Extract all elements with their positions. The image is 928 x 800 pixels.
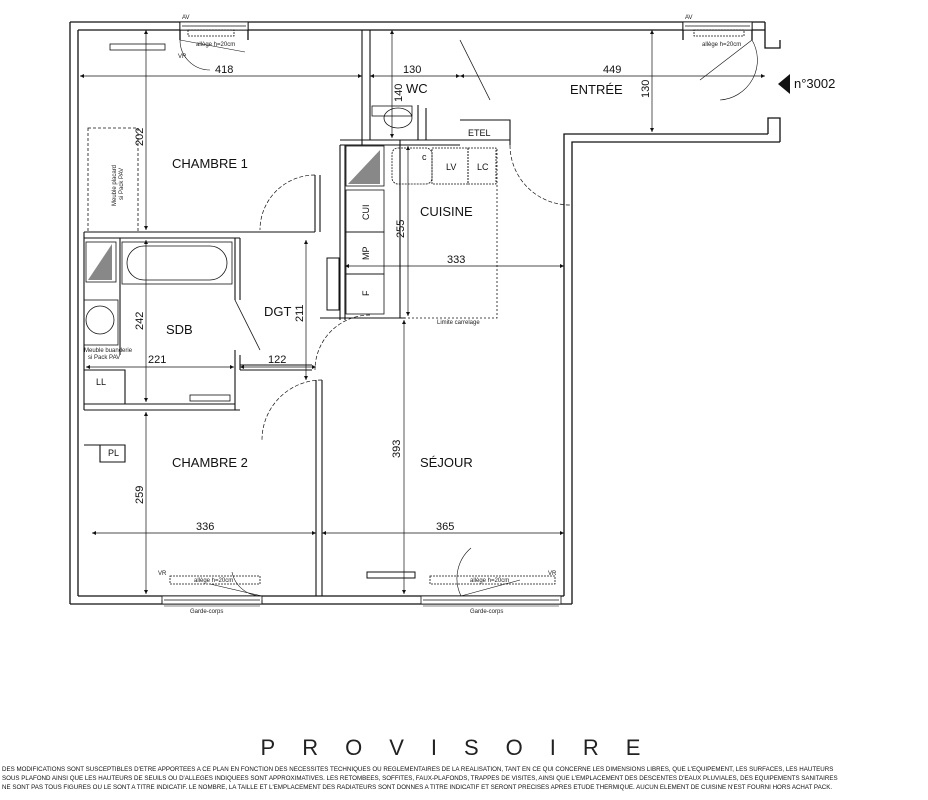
label-meuble-buanderie-2: si Pack PAV: [88, 355, 120, 361]
label-limite-carrelage: Limite carrelage: [437, 320, 480, 326]
dimension-lines: [80, 30, 765, 594]
doors: [259, 144, 571, 441]
label-cui: CUI: [361, 205, 371, 221]
room-label-chambre-1: CHAMBRE 1: [172, 156, 248, 171]
fixtures: [83, 43, 498, 402]
label-meuble-placard-2: si Pack PAV: [119, 168, 125, 200]
dim-211: 211: [294, 304, 306, 322]
room-label-sejour: SÉJOUR: [420, 455, 473, 470]
label-allege-top-right: allège h=20cm: [702, 42, 741, 48]
dim-333: 333: [447, 254, 465, 266]
label-c: c: [422, 152, 427, 162]
door-leaves: [234, 39, 491, 351]
label-vr-bottom-right: VR: [548, 571, 557, 577]
label-av-left: AV: [182, 15, 190, 21]
label-meuble-buanderie-1: Meuble buanderie: [84, 348, 133, 354]
label-pl: PL: [108, 448, 119, 458]
room-label-entree: ENTRÉE: [570, 82, 623, 97]
top-windows: [179, 21, 758, 101]
room-label-chambre-2: CHAMBRE 2: [172, 455, 248, 470]
label-vr-top: VR: [178, 54, 187, 60]
dim-202: 202: [134, 128, 146, 146]
label-lc: LC: [477, 162, 489, 172]
label-garde-corps-right: Garde-corps: [470, 609, 503, 615]
label-f: F: [361, 290, 371, 296]
label-etel: ETEL: [468, 128, 491, 138]
dim-418: 418: [215, 64, 233, 76]
room-label-dgt: DGT: [264, 304, 292, 319]
dim-259: 259: [134, 486, 146, 504]
room-label-sdb: SDB: [166, 322, 193, 337]
label-ll: LL: [96, 377, 106, 387]
apartment-number: n°3002: [794, 76, 835, 91]
room-label-cuisine: CUISINE: [420, 204, 473, 219]
dim-122: 122: [268, 354, 286, 366]
disclaimer-line: SOUS PLAFOND AINSI QUE LES HAUTEURS DE S…: [2, 775, 838, 782]
dim-336: 336: [196, 521, 214, 533]
dim-449: 449: [603, 64, 621, 76]
label-meuble-placard-1: Meuble placard: [112, 165, 118, 206]
label-vr-bottom-left: VR: [158, 571, 167, 577]
room-label-wc: WC: [406, 81, 428, 96]
dim-221: 221: [148, 354, 166, 366]
apartment-marker-icon: [778, 74, 790, 94]
provisoire-watermark: PROVISOIRE: [260, 735, 668, 760]
exterior-walls: [69, 21, 781, 605]
dim-365: 365: [436, 521, 454, 533]
label-garde-corps-left: Garde-corps: [190, 609, 223, 615]
bottom-windows: [161, 547, 562, 607]
label-allege-bottom-left: allège h=20cm: [194, 578, 233, 584]
disclaimer-line: DES MODIFICATIONS SONT SUSCEPTIBLES D'ET…: [2, 766, 834, 773]
dim-130-right: 130: [640, 80, 652, 98]
label-lv: LV: [446, 162, 456, 172]
dim-140: 140: [393, 84, 405, 102]
disclaimer: DES MODIFICATIONS SONT SUSCEPTIBLES D'ET…: [2, 765, 926, 792]
interior-walls: [83, 30, 511, 596]
label-allege-bottom-right: allège h=20cm: [470, 578, 509, 584]
label-mp: MP: [361, 247, 371, 261]
label-av-right: AV: [685, 15, 693, 21]
dim-242: 242: [134, 312, 146, 330]
disclaimer-line: NE SONT PAS TOUS FIGURES OU LE SONT A TI…: [2, 784, 833, 791]
dim-393: 393: [391, 440, 403, 458]
label-allege-top-left: allège h=20cm: [196, 42, 235, 48]
dim-130-top: 130: [403, 64, 421, 76]
dim-255: 255: [395, 220, 407, 238]
